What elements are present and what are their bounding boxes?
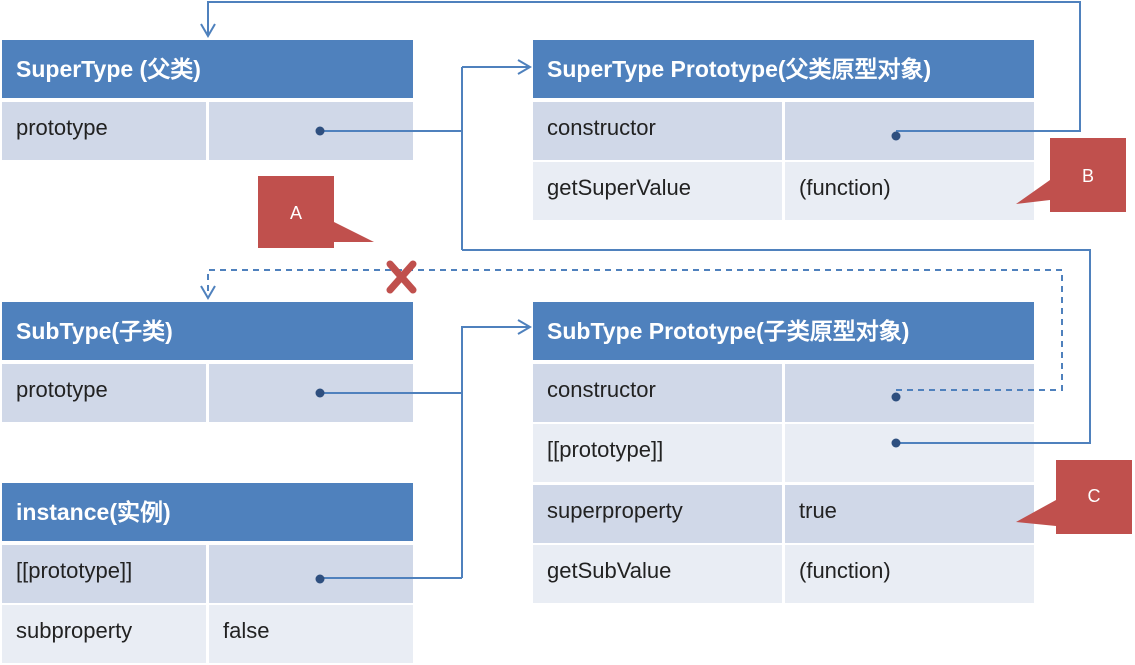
table-row: constructor [533,364,1034,422]
row-key: [[prototype]] [533,424,782,482]
row-value: (function) [785,545,1034,603]
callout-b-label: B [1081,166,1094,186]
callout-c-label: C [1087,486,1101,506]
broken-link-x-icon [386,260,417,294]
row-key: constructor [533,102,782,160]
row-key: superproperty [533,485,782,543]
row-value [785,424,1034,482]
arrow-head [517,59,532,75]
pointer-dot [891,438,901,448]
table-row: superproperty true [533,485,1034,543]
instance-title: instance(实例) [2,483,413,541]
row-key: prototype [2,102,206,160]
instance-table: instance(实例) [[prototype]] subproperty f… [2,483,413,664]
supertype-prototype-arrow [320,66,528,250]
subtype-prototype-arrow [320,326,528,579]
row-key: subproperty [2,605,206,663]
table-row: [[prototype]] [533,424,1034,482]
callout-a [258,176,374,248]
row-value: false [209,605,413,663]
pointer-dot [891,392,901,402]
arrow-head [517,319,532,335]
row-value [785,364,1034,422]
supertype-table: SuperType (父类) prototype [2,40,413,160]
callout-a-label: A [289,203,302,223]
supertype-prototype-title: SuperType Prototype(父类原型对象) [533,40,1034,98]
subproto-prototype-link [462,249,1091,444]
row-key: getSubValue [533,545,782,603]
table-row: getSubValue (function) [533,545,1034,603]
subtype-prototype-title: SubType Prototype(子类原型对象) [533,302,1034,360]
supertype-prototype-table: SuperType Prototype(父类原型对象) constructor … [533,40,1034,220]
supertype-title: SuperType (父类) [2,40,413,98]
row-key: constructor [533,364,782,422]
row-key: getSuperValue [533,162,782,220]
table-row: prototype [2,102,413,160]
subtype-prototype-table: SubType Prototype(子类原型对象) constructor [[… [533,302,1034,604]
subtype-title: SubType(子类) [2,302,413,360]
table-row: [[prototype]] [2,545,413,603]
row-value [209,545,413,603]
table-row: getSuperValue (function) [533,162,1034,220]
pointer-dot [315,126,325,136]
pointer-dot [315,388,325,398]
dashed-constructor-link [207,269,1063,391]
row-value: true [785,485,1034,543]
pointer-dot [891,131,901,141]
row-key: prototype [2,364,206,422]
pointer-dot [315,574,325,584]
arrow-head [200,23,216,38]
row-key: [[prototype]] [2,545,206,603]
callout-c [1016,460,1132,534]
callout-b [1016,138,1126,212]
row-value: (function) [785,162,1034,220]
arrow-head [200,285,216,300]
table-row: subproperty false [2,605,413,663]
constructor-back-arrow [207,1,1081,132]
subtype-table: SubType(子类) prototype [2,302,413,422]
